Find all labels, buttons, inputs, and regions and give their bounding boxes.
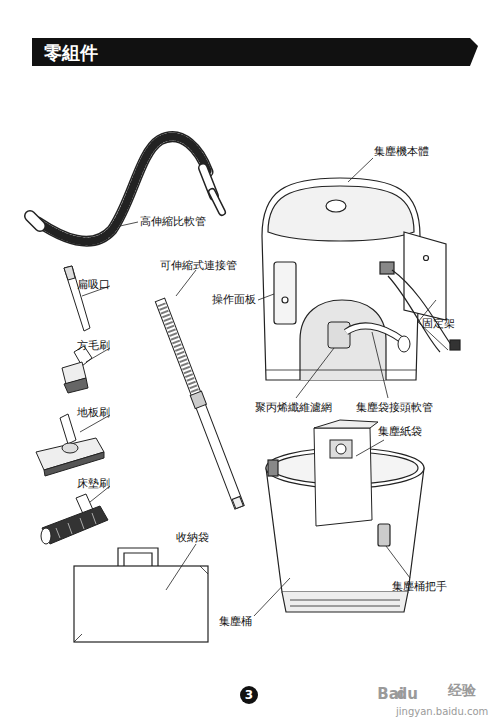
part-name: 收納袋 (176, 531, 209, 544)
watermark: 经验 (448, 682, 476, 699)
part-name: 聚丙烯纖維濾網 (255, 401, 332, 414)
filter-hose (328, 322, 410, 352)
part-name: 集塵紙袋 (378, 425, 422, 438)
part-name: 床墊刷 (77, 477, 110, 490)
page-number-badge (240, 686, 258, 704)
crevice-nozzle (64, 266, 90, 331)
page-number: 3 (245, 688, 253, 702)
part-name: 方毛刷 (77, 339, 110, 352)
watermark: jingyan.baidu.com (396, 706, 488, 718)
watermark: du (397, 685, 418, 703)
dusting-brush (62, 346, 92, 393)
part-name: 集塵桶 (219, 615, 252, 628)
title-bar (32, 38, 478, 66)
part-name: 可伸縮式連接管 (160, 259, 237, 272)
storage-bag (74, 548, 208, 642)
part-name: 集塵機本體 (374, 145, 429, 158)
part-name: 操作面板 (212, 293, 256, 306)
part-name: 集塵桶把手 (392, 580, 447, 593)
main-unit (262, 178, 420, 380)
part-name: 集塵袋接頭軟管 (356, 401, 433, 414)
hose (30, 137, 222, 242)
title: 零組件 (44, 40, 98, 66)
mattress-brush (41, 494, 108, 544)
part-name: 固定架 (422, 317, 455, 330)
paper-bag (314, 420, 378, 526)
floor-brush (36, 414, 104, 476)
telescopic-tube (154, 298, 245, 510)
leader-lines (80, 158, 448, 616)
part-name: 扁吸口 (77, 278, 110, 291)
part-name: 地板刷 (77, 406, 110, 419)
part-name: 高伸縮比軟管 (140, 215, 206, 228)
bracket (380, 232, 460, 352)
